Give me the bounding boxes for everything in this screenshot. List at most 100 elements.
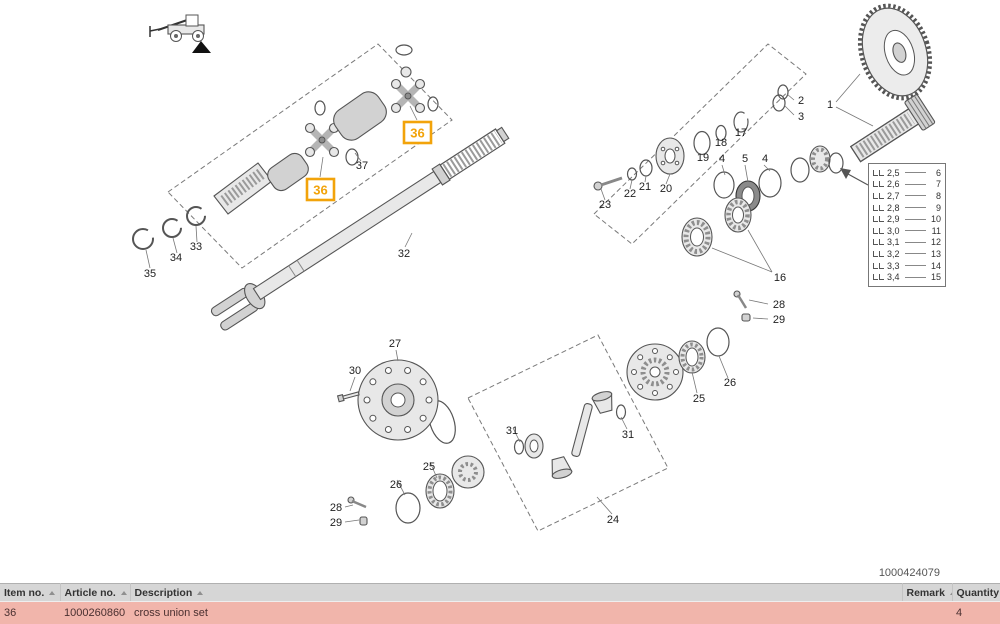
leader-line <box>904 218 926 220</box>
parts-table: Item no. Article no. Description Remark … <box>0 583 1000 624</box>
crown-wheel <box>857 3 933 101</box>
shim-bracket-icon <box>873 250 878 257</box>
part-label-29-left[interactable]: 29 <box>330 517 342 529</box>
shim-size: 2,5 <box>887 167 900 178</box>
snap-ring-34 <box>162 218 182 238</box>
col-header-label: Item no. <box>4 586 45 599</box>
part-label-19[interactable]: 19 <box>697 152 709 164</box>
part-label-32[interactable]: 32 <box>398 248 410 260</box>
shim-bracket-icon <box>873 274 878 281</box>
shim-bracket-icon <box>879 239 884 246</box>
part-label-27[interactable]: 27 <box>389 338 401 350</box>
shim-item-no: 10 <box>930 214 941 225</box>
black-triangle-marker <box>192 41 211 53</box>
shim-bracket-icon <box>873 239 878 246</box>
leader-line <box>904 207 926 209</box>
part-label-37[interactable]: 37 <box>356 160 368 172</box>
part-label-35[interactable]: 35 <box>144 268 156 280</box>
shim-ring <box>828 152 844 174</box>
shim-item-no: 7 <box>935 179 941 190</box>
leader-line <box>904 276 926 278</box>
part-label-23[interactable]: 23 <box>599 199 611 211</box>
part-label-18[interactable]: 18 <box>715 137 727 149</box>
telehandler-icon[interactable] <box>149 14 205 42</box>
shim-bracket-icon <box>879 274 884 281</box>
part-label-33[interactable]: 33 <box>190 241 202 253</box>
part-label-25-left[interactable]: 25 <box>423 461 435 473</box>
highlighted-callout-36-b[interactable]: 36 <box>402 120 433 145</box>
part-label-28-right[interactable]: 28 <box>773 299 785 311</box>
part-label-4-a[interactable]: 4 <box>719 153 725 165</box>
shim-item-no: 14 <box>930 260 941 271</box>
part-label-2[interactable]: 2 <box>798 95 804 107</box>
part-label-16[interactable]: 16 <box>774 272 786 284</box>
leader-line <box>904 230 926 232</box>
col-header-item-no[interactable]: Item no. <box>0 583 61 602</box>
cell-quantity: 4 <box>952 601 1000 624</box>
thrust-washer-31-right <box>615 404 627 420</box>
part-label-25-right[interactable]: 25 <box>693 393 705 405</box>
shim-size: 2,7 <box>887 190 900 201</box>
parts-table-row-selected[interactable]: 36 1000260860 cross union set 4 <box>0 601 1000 624</box>
col-header-description[interactable]: Description <box>130 583 903 602</box>
part-label-28-left[interactable]: 28 <box>330 502 342 514</box>
sort-icon <box>120 590 127 595</box>
shim-size: 3,3 <box>887 260 900 271</box>
col-header-article-no[interactable]: Article no. <box>60 583 131 602</box>
washer-21 <box>639 159 653 177</box>
highlight-label: 36 <box>313 183 327 198</box>
shim-bracket-icon <box>879 227 884 234</box>
taper-bearing <box>809 145 831 173</box>
shim-bracket-icon <box>873 262 878 269</box>
shim-bracket-icon <box>873 181 878 188</box>
part-label-4-b[interactable]: 4 <box>762 153 768 165</box>
circlip-top <box>395 44 413 56</box>
part-label-29-right[interactable]: 29 <box>773 314 785 326</box>
cell-description: cross union set <box>130 601 902 624</box>
bevel-pinion-bottom <box>551 456 573 479</box>
col-header-remark[interactable]: Remark <box>902 583 953 602</box>
shim-bracket-icon <box>879 216 884 223</box>
ring-gear-carrier <box>626 343 684 401</box>
dashed-group-boxes <box>167 43 807 532</box>
shim-bracket-icon <box>879 181 884 188</box>
part-label-26-left[interactable]: 26 <box>390 479 402 491</box>
col-header-quantity[interactable]: Quantity <box>952 583 1000 602</box>
bearing-cup-ring <box>427 96 439 112</box>
shim-bracket-icon <box>873 204 878 211</box>
lock-plate-29-left <box>359 516 368 526</box>
cross-union <box>392 80 425 113</box>
part-label-22[interactable]: 22 <box>624 188 636 200</box>
shim-item-no: 11 <box>931 225 941 236</box>
circlip-17 <box>733 111 749 133</box>
part-label-20[interactable]: 20 <box>660 183 672 195</box>
part-label-31-left[interactable]: 31 <box>506 425 518 437</box>
shim-size: 3,1 <box>887 237 900 248</box>
yoke-fork <box>267 152 309 192</box>
bolt-23-shaft <box>600 176 623 187</box>
shim-bracket-icon <box>879 192 884 199</box>
col-header-label: Remark <box>906 586 946 599</box>
part-label-30[interactable]: 30 <box>349 365 361 377</box>
spider-pin <box>571 403 593 457</box>
part-label-5[interactable]: 5 <box>742 153 748 165</box>
highlighted-callout-36-a[interactable]: 36 <box>305 177 336 202</box>
part-label-31-right[interactable]: 31 <box>622 429 634 441</box>
cell-remark <box>902 601 952 624</box>
part-label-3[interactable]: 3 <box>798 111 804 123</box>
part-label-26-right[interactable]: 26 <box>724 377 736 389</box>
shim-bracket-icon <box>879 204 884 211</box>
part-label-34[interactable]: 34 <box>170 252 182 264</box>
pinion-shaft <box>849 94 936 163</box>
part-label-17[interactable]: 17 <box>735 127 747 139</box>
part-label-21[interactable]: 21 <box>639 181 651 193</box>
leader-lines <box>145 73 874 523</box>
part-label-24[interactable]: 24 <box>607 514 619 526</box>
sort-icon <box>49 590 56 595</box>
bearing-16 <box>681 197 752 257</box>
leader-line <box>904 253 926 255</box>
bolt-30 <box>336 391 360 403</box>
shim-bracket-icon <box>879 169 884 176</box>
part-label-1[interactable]: 1 <box>827 99 833 111</box>
